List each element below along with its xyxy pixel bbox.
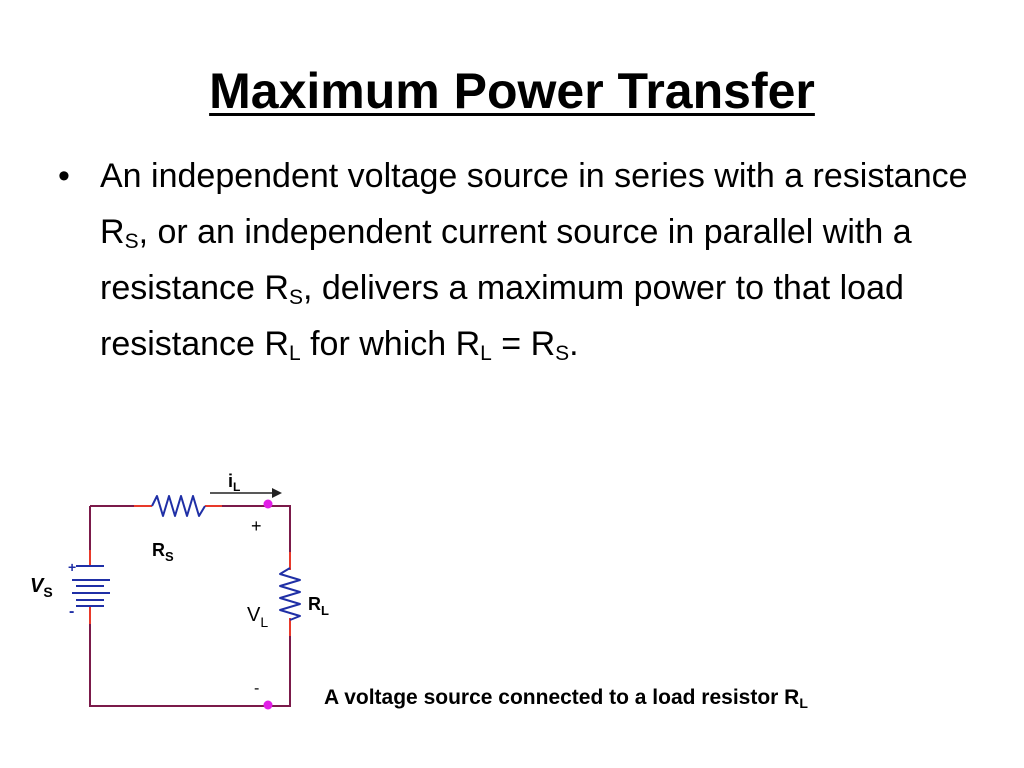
current-arrow-head (272, 488, 282, 498)
wire-top-right (205, 505, 291, 568)
rl-label-sub: L (321, 603, 329, 618)
bullet-text-2: , or an independent current source in pa… (100, 213, 912, 307)
circuit-diagram: + - iL + - RS RL VL VS (30, 471, 329, 710)
bullet-text-3: , delivers a maximum power to that load … (100, 269, 904, 363)
subscript-rl-1: L (288, 342, 301, 365)
vs-label-sub: S (43, 584, 52, 600)
current-label-main: i (228, 471, 233, 491)
bullet-text-1: An independent voltage source in series … (100, 157, 968, 251)
resistor-rl-symbol (279, 567, 301, 621)
source-minus-sign: - (69, 603, 74, 620)
current-label-sub: L (233, 480, 240, 494)
rs-label-main: R (152, 540, 165, 560)
source-plus-sign: + (68, 559, 76, 575)
vs-label-main: V (30, 575, 45, 597)
subscript-rs-3: S (555, 342, 570, 365)
bullet-text-6: . (569, 325, 579, 363)
rs-label-sub: S (165, 549, 174, 564)
rl-label: RL (308, 594, 329, 618)
vl-label-sub: L (260, 614, 268, 630)
vs-label: VS (30, 575, 53, 600)
figure-caption: A voltage source connected to a load res… (324, 686, 808, 710)
wire-right-bottom (89, 620, 291, 707)
subscript-rs-1: S (124, 230, 139, 253)
bullet-text-5: = R (491, 325, 556, 363)
caption-subscript: L (799, 695, 808, 711)
subscript-rs-2: S (288, 286, 303, 309)
terminal-bottom-dot (263, 700, 273, 710)
current-label: iL (228, 471, 240, 494)
vl-label-main: V (247, 604, 261, 626)
battery-symbol (72, 565, 110, 607)
subscript-rl-2: L (480, 342, 492, 365)
terminal-top-dot (263, 499, 273, 509)
rl-label-main: R (308, 594, 321, 614)
bullet-marker: • (58, 157, 70, 195)
vl-label: VL (247, 604, 268, 630)
rs-label: RS (152, 540, 174, 564)
resistor-rs-symbol (151, 495, 206, 517)
terminal-minus-label: - (254, 680, 259, 697)
slide-title: Maximum Power Transfer (209, 63, 815, 119)
caption-text: A voltage source connected to a load res… (324, 686, 800, 709)
bullet-text-4: for which R (300, 325, 481, 363)
terminal-plus-label: + (251, 516, 262, 536)
bullet-point: • An independent voltage source in series… (58, 148, 970, 372)
